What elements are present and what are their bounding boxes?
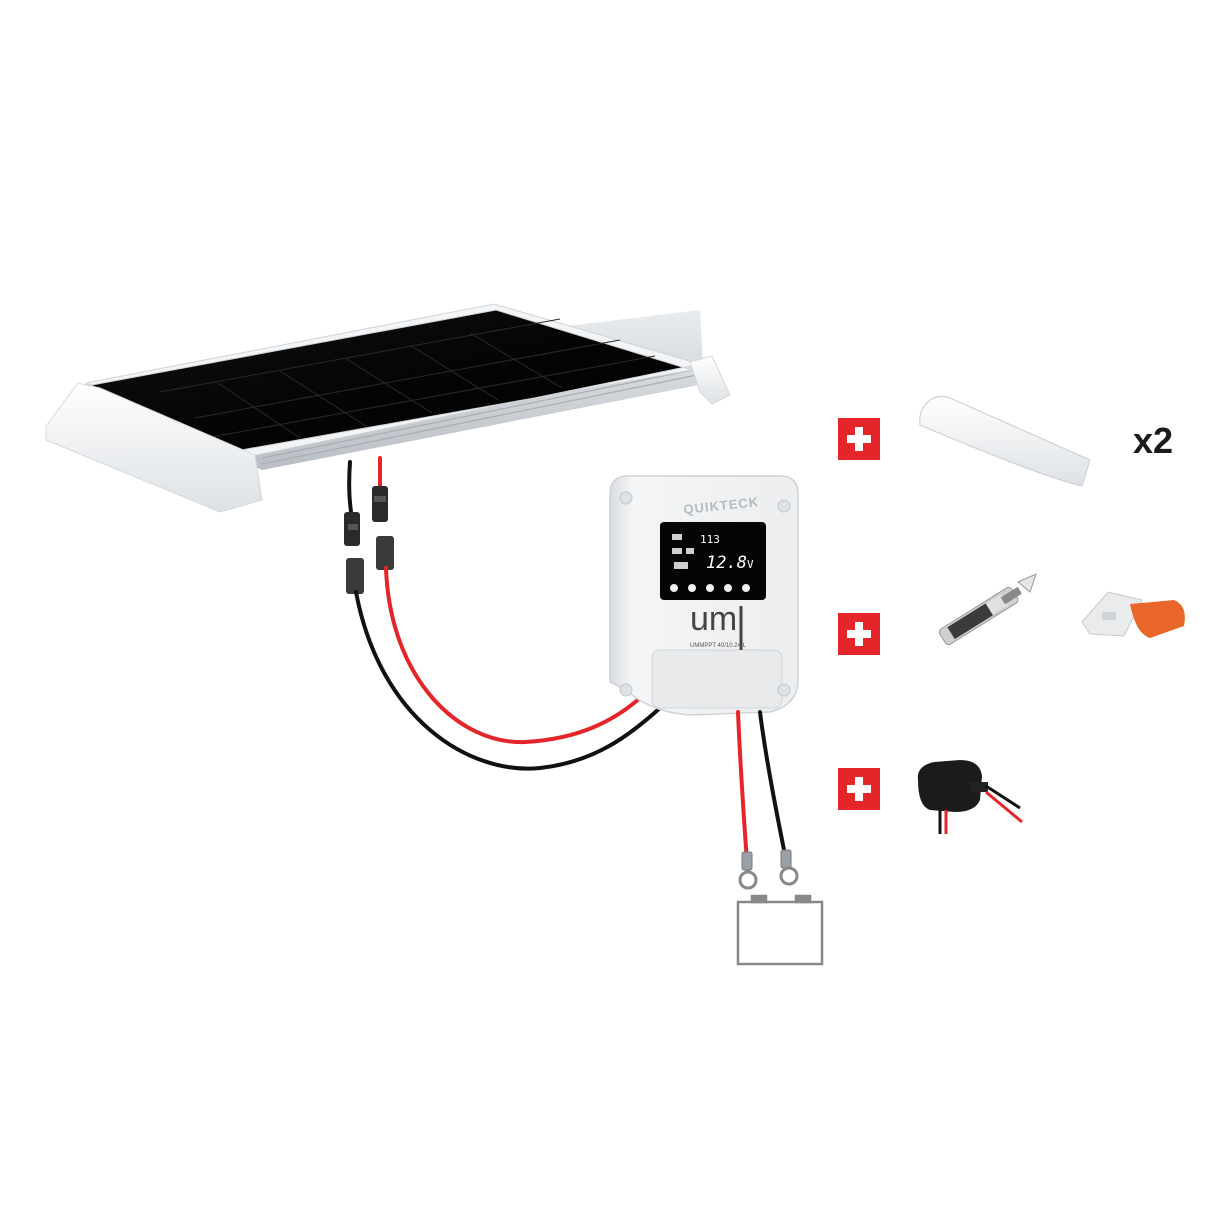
plus-icon-sensor bbox=[838, 768, 880, 810]
mc4-connectors bbox=[344, 486, 394, 594]
spoiler-left bbox=[45, 382, 263, 513]
button-4[interactable] bbox=[724, 584, 732, 592]
spoiler-quantity: x2 bbox=[1133, 420, 1174, 461]
button-5[interactable] bbox=[742, 584, 750, 592]
ring-terminals bbox=[738, 849, 799, 890]
controller-buttons bbox=[670, 584, 750, 592]
display-counter: 113 bbox=[700, 533, 720, 546]
display-voltage: 12.8 bbox=[706, 553, 747, 573]
controller-logo: um bbox=[690, 600, 737, 638]
button-3[interactable] bbox=[706, 584, 714, 592]
charge-controller: QUIKTECK 113 12.8 V um UMMPPT 40/10.24 L bbox=[609, 475, 799, 716]
spoiler-right bbox=[689, 355, 731, 405]
panel-glass bbox=[92, 310, 692, 452]
controller-bottom-cover bbox=[651, 649, 783, 709]
solar-panel bbox=[45, 303, 731, 513]
plus-icon-sealant bbox=[838, 613, 880, 655]
button-2[interactable] bbox=[688, 584, 696, 592]
cable-red-to-controller bbox=[384, 566, 642, 745]
cable-entry-orange-pad bbox=[1130, 600, 1185, 638]
panel-cells bbox=[159, 318, 656, 439]
battery-cable-black bbox=[758, 710, 788, 862]
controller-display bbox=[660, 522, 766, 600]
controller-model: UMMPPT 40/10.24 L bbox=[690, 643, 747, 649]
accessory-spoiler bbox=[919, 395, 1091, 487]
display-unit: V bbox=[747, 558, 754, 571]
accessory-sealant-tube bbox=[938, 573, 1037, 646]
plus-icon-spoilers bbox=[838, 418, 880, 460]
battery-icon bbox=[736, 894, 824, 966]
panel-cable-black bbox=[347, 460, 354, 522]
accessory-battery-sensor bbox=[917, 760, 1023, 834]
button-1[interactable] bbox=[670, 584, 678, 592]
accessory-cable-entry bbox=[1081, 591, 1185, 638]
cable-black-to-controller bbox=[354, 590, 662, 771]
battery-cable-red bbox=[736, 710, 749, 864]
display-icons bbox=[672, 534, 694, 569]
